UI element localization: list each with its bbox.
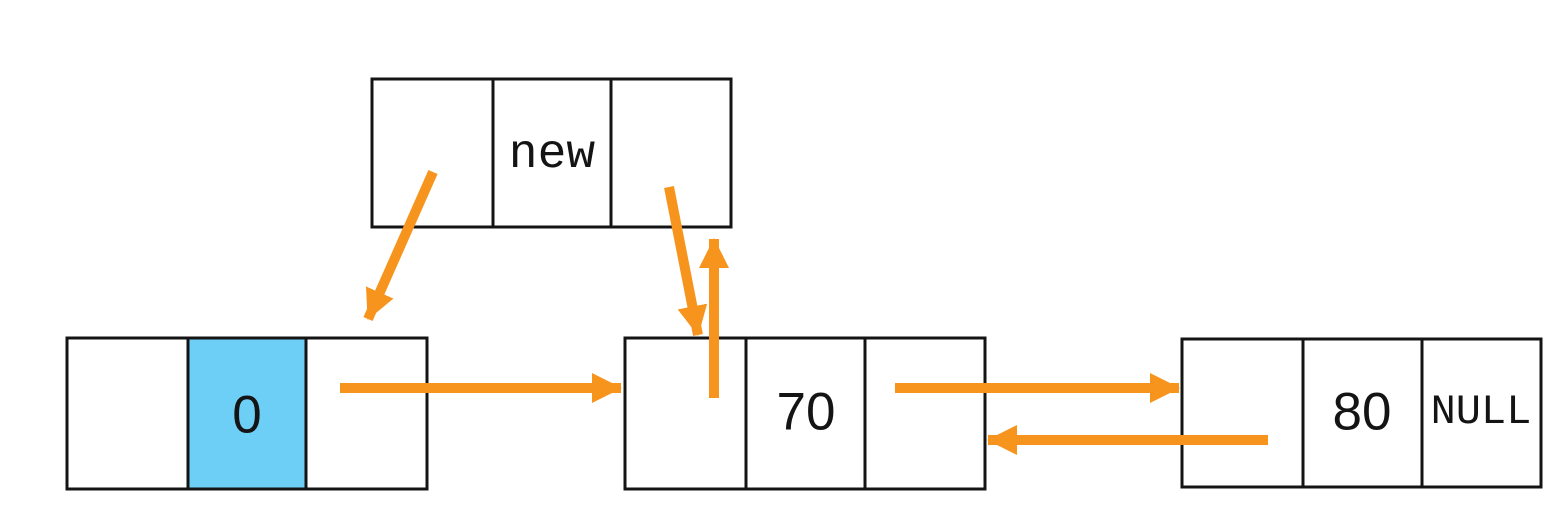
node-0-data-cell-highlighted xyxy=(186,336,308,491)
node-80-prev-cell xyxy=(1180,337,1305,489)
node-new-next-cell xyxy=(609,77,733,229)
node-new: new xyxy=(370,77,733,229)
node-80-next-cell xyxy=(1420,337,1543,489)
node-80-data-cell xyxy=(1301,337,1424,489)
node-80-value: 80 xyxy=(1333,383,1392,442)
node-new-prev-cell xyxy=(370,77,495,229)
node-70: 70 xyxy=(623,336,987,491)
node-70-data-cell xyxy=(744,336,867,491)
node-70-prev-cell xyxy=(623,336,748,491)
node-70-value: 70 xyxy=(777,383,836,442)
node-0: 0 xyxy=(65,336,429,491)
node-0-next-cell xyxy=(304,336,429,491)
node-80: 80 NULL xyxy=(1180,337,1543,489)
node-new-label: new xyxy=(509,128,596,182)
node-0-value: 0 xyxy=(232,386,261,445)
arrow-new-next-to-node-70 xyxy=(664,186,708,336)
node-0-prev-cell xyxy=(65,336,190,491)
arrow-new-prev-to-node-0 xyxy=(363,169,438,322)
node-80-next-null-label: NULL xyxy=(1431,388,1532,436)
node-new-data-cell xyxy=(491,77,613,229)
node-70-next-cell xyxy=(863,336,987,491)
